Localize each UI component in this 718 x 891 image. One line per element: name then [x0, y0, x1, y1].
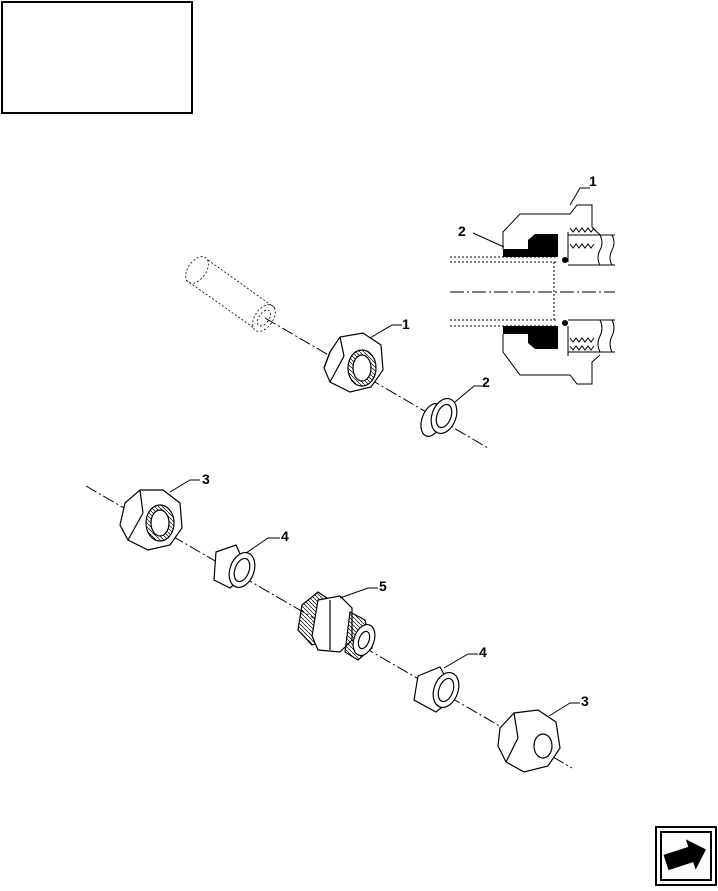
- nut-right: [497, 709, 561, 773]
- next-page-button[interactable]: [655, 826, 717, 886]
- callout-right-ring: 4: [479, 644, 487, 660]
- upper-axis: [264, 317, 489, 449]
- sleeve-left: [213, 544, 256, 589]
- callout-upper-nut: 1: [402, 316, 410, 332]
- cross-section-view: [450, 204, 615, 385]
- nut-left: [119, 489, 183, 551]
- sleeve-right: [413, 666, 460, 713]
- sleeve-upper: [420, 397, 458, 437]
- next-page-arrow-icon: [655, 826, 717, 886]
- tube-phantom: [185, 256, 276, 332]
- title-block: [1, 1, 193, 114]
- union-connector: [297, 591, 376, 661]
- callout-right-nut: 3: [581, 693, 589, 709]
- callout-section-nut: 1: [589, 173, 597, 189]
- section-seal-ring: [503, 234, 568, 349]
- callout-union: 5: [379, 578, 387, 594]
- callout-left-ring: 4: [281, 528, 289, 544]
- callout-left-nut: 3: [202, 471, 210, 487]
- callout-upper-ring: 2: [482, 374, 490, 390]
- nut-upper: [323, 332, 384, 393]
- callout-section-seal: 2: [458, 223, 466, 239]
